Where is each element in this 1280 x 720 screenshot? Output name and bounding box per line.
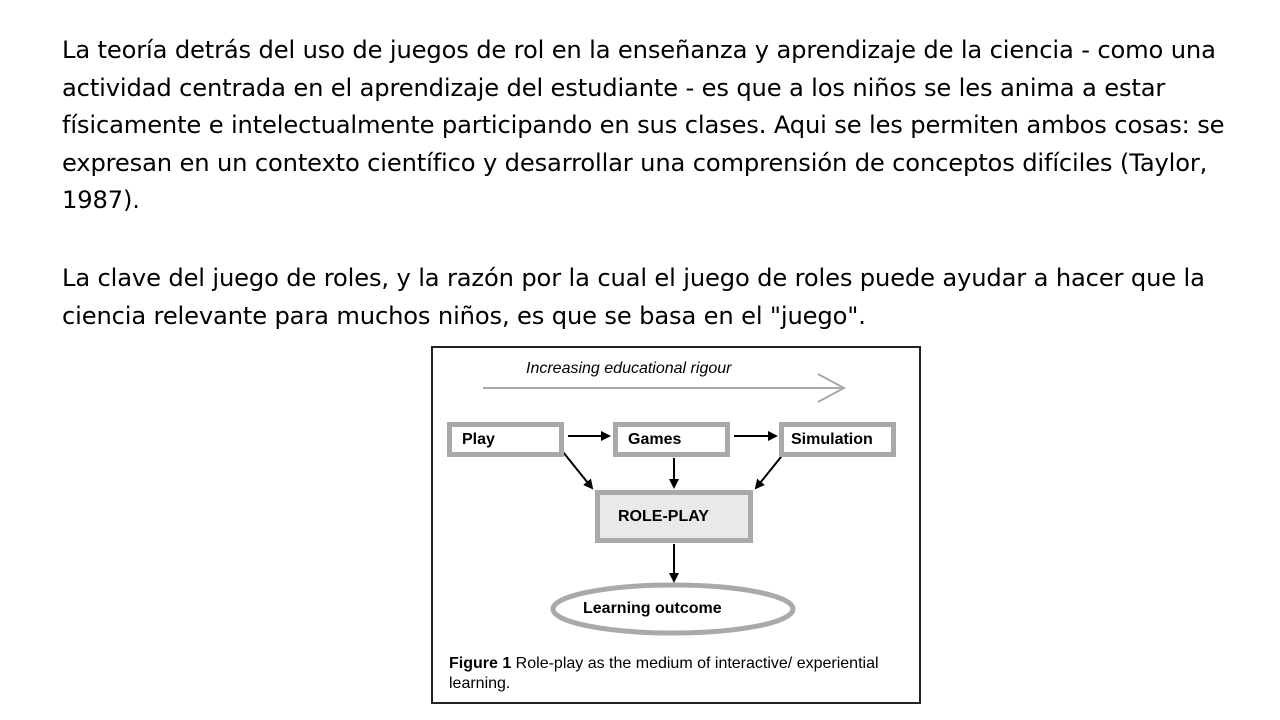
role-play-label: ROLE-PLAY	[618, 507, 709, 525]
rigour-label: Increasing educational rigour	[526, 360, 732, 377]
rigour-arrow-head	[817, 373, 847, 403]
play-label: Play	[462, 430, 495, 448]
outcome-label: Learning outcome	[583, 600, 722, 617]
outcome-ellipse	[550, 582, 796, 636]
diagram-arrows	[483, 373, 847, 636]
figure-caption: Figure 1 Role-play as the medium of inte…	[449, 654, 909, 694]
games-box: Games	[613, 422, 730, 457]
simulation-box: Simulation	[779, 422, 896, 457]
games-label: Games	[628, 430, 682, 448]
play-box: Play	[447, 422, 564, 457]
paragraph-key: La clave del juego de roles, y la razón …	[62, 264, 1205, 330]
paragraph-intro: La teoría detrás del uso de juegos de ro…	[62, 36, 1225, 214]
role-play-box: ROLE-PLAY	[595, 490, 753, 543]
role-play-figure: Increasing educational rigour Play Games…	[431, 346, 921, 704]
caption-figure-number: Figure 1	[449, 655, 512, 672]
arrow-sim-role	[754, 451, 786, 490]
caption-text: Role-play as the medium of interactive/ …	[449, 655, 879, 692]
arrow-play-role	[562, 451, 594, 490]
simulation-label: Simulation	[791, 430, 873, 448]
